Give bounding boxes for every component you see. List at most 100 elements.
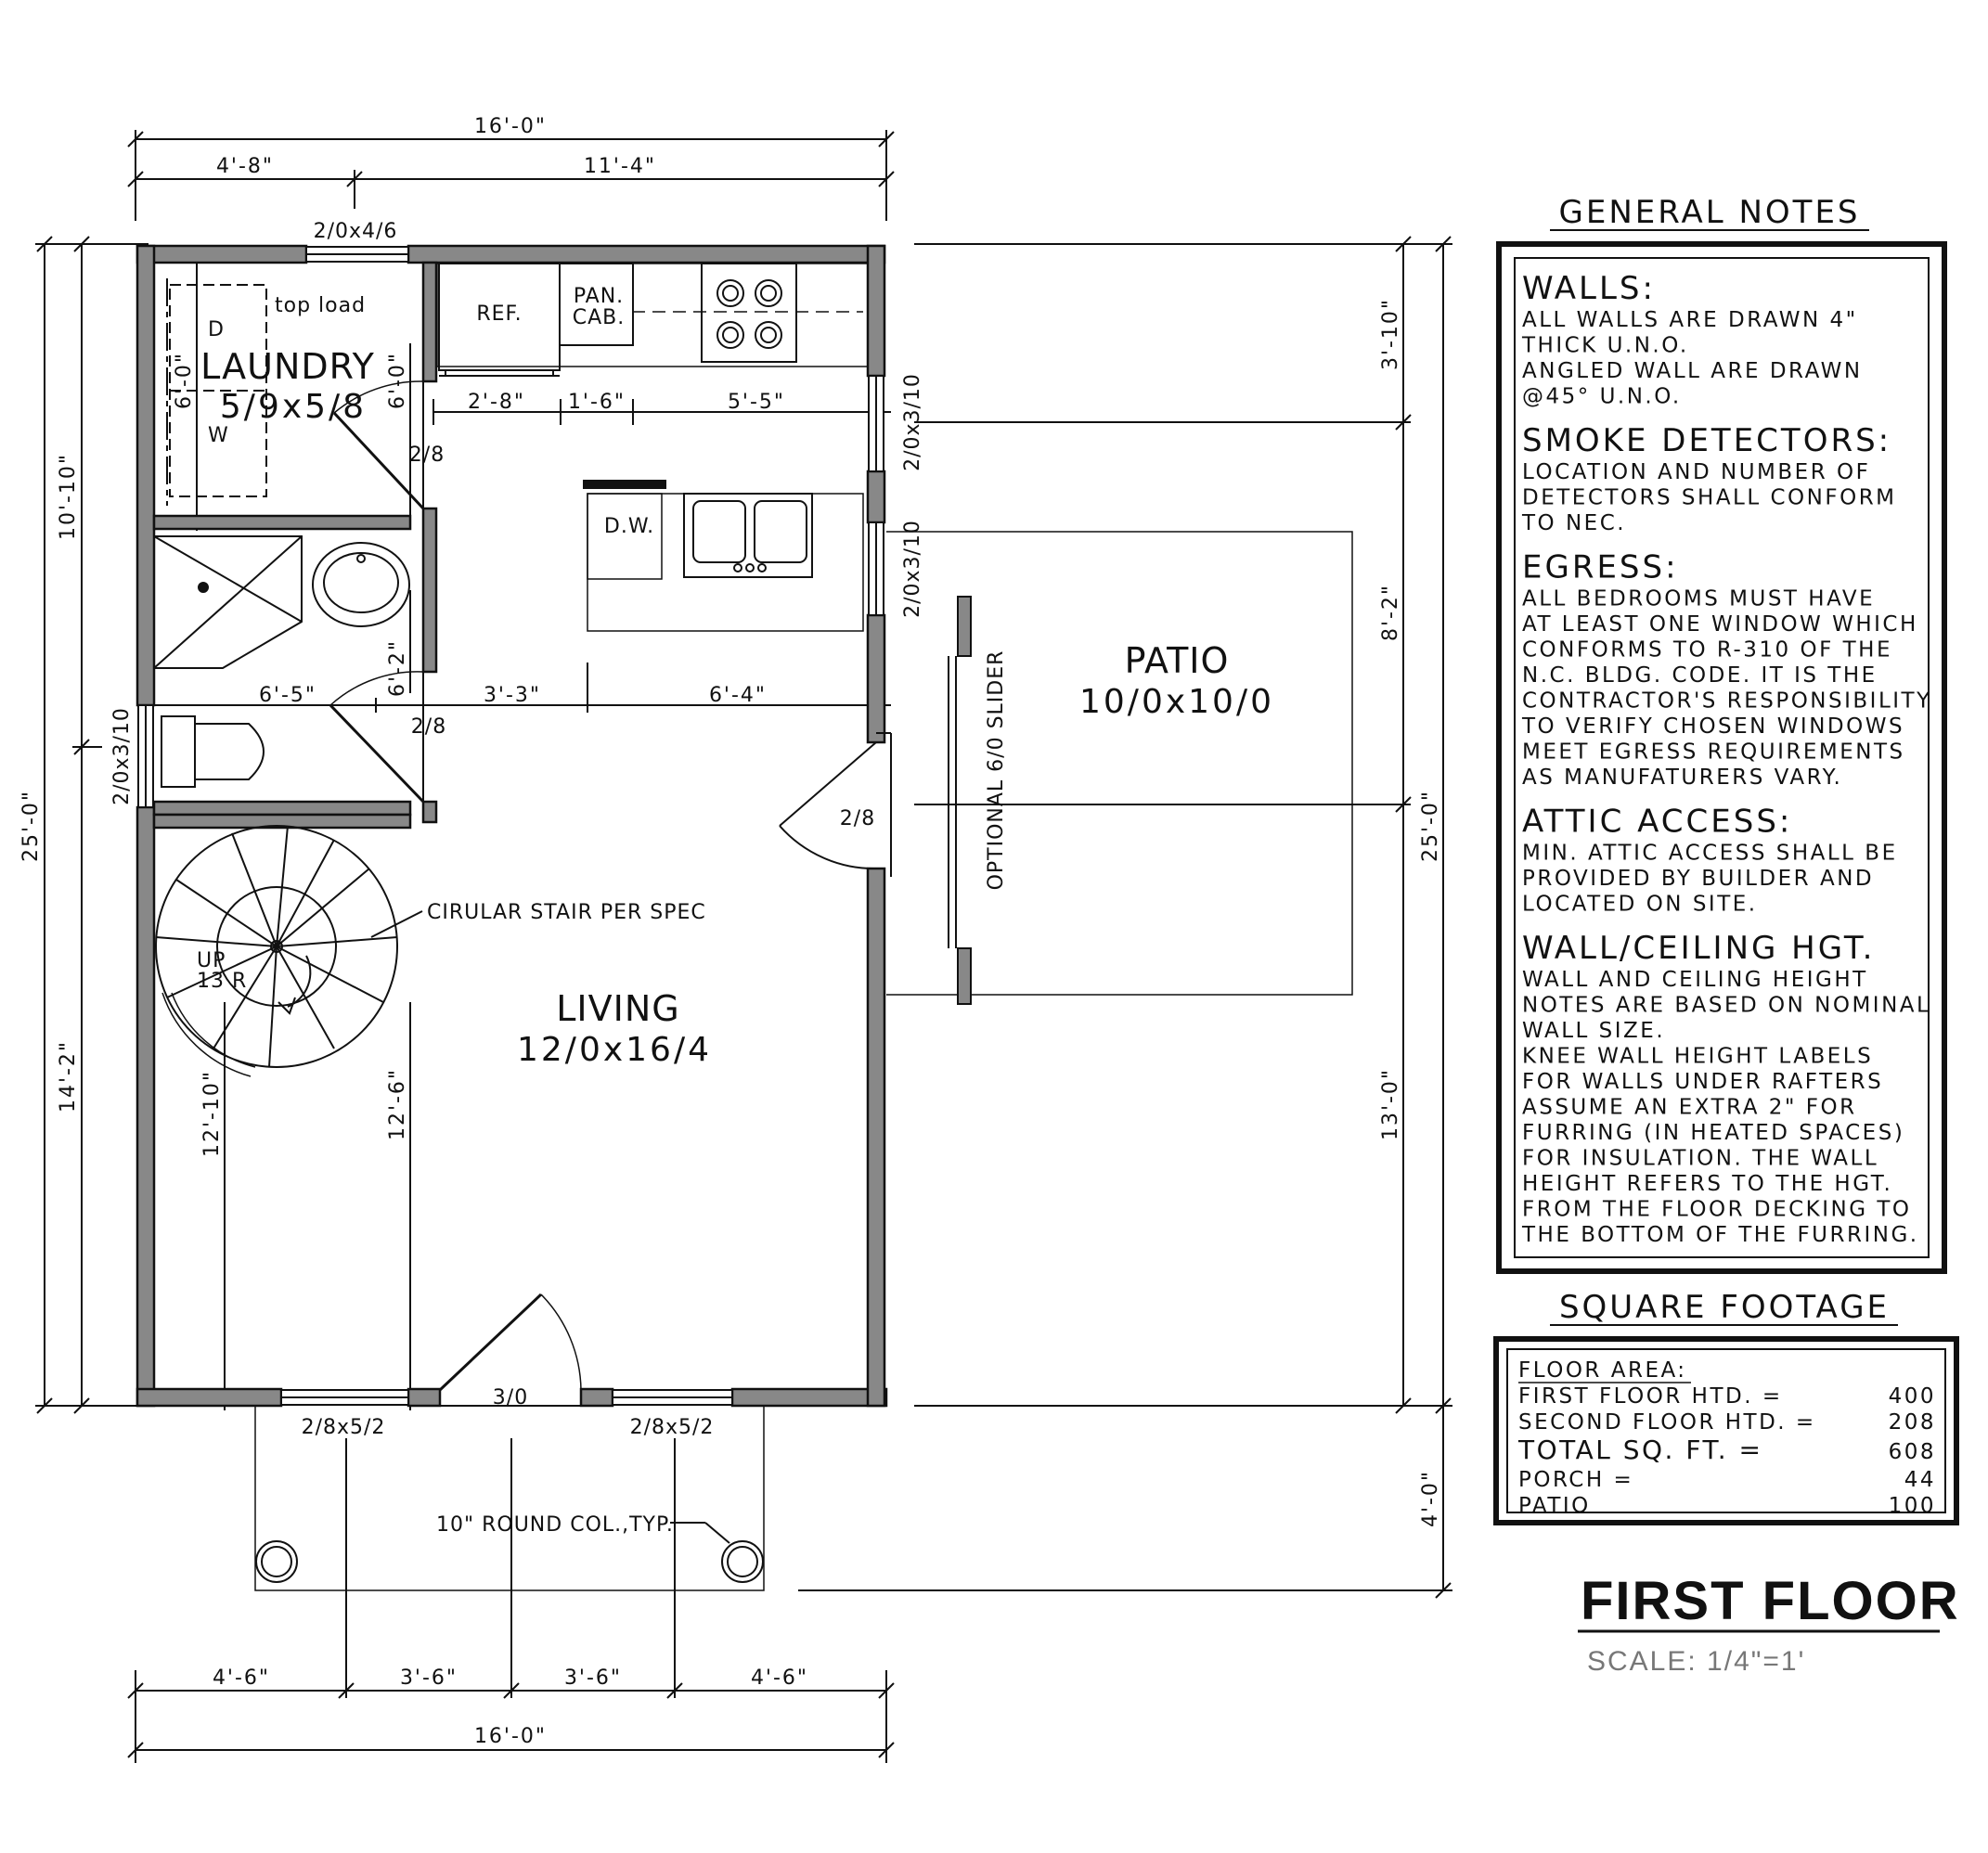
window-label-kitchen-1: 2/0x3/10 — [901, 373, 924, 471]
notes-line: WALL SIZE. — [1522, 1019, 1665, 1043]
kitchen-sink-icon — [683, 493, 813, 578]
sqft-row-value: 208 — [1889, 1410, 1936, 1435]
notes-section-heading: WALL/CEILING HGT. — [1522, 930, 1875, 967]
notes-line: LOCATION AND NUMBER OF — [1522, 460, 1870, 484]
dim-top-left: 4'-8" — [216, 155, 274, 178]
notes-line: ALL WALLS ARE DRAWN 4" — [1522, 308, 1858, 332]
notes-line: AT LEAST ONE WINDOW WHICH — [1522, 612, 1918, 637]
notes-line: MEET EGRESS REQUIREMENTS — [1522, 740, 1905, 765]
notes-line: FURRING (IN HEATED SPACES) — [1522, 1121, 1904, 1145]
notes-line: HEIGHT REFERS TO THE HGT. — [1522, 1172, 1892, 1196]
title-block: FIRST FLOOR SCALE: 1/4"=1' — [1578, 1571, 1960, 1677]
notes-line: CONFORMS TO R-310 OF THE — [1522, 638, 1892, 663]
notes-line: N.C. BLDG. CODE. IT IS THE — [1522, 663, 1878, 688]
porch-outline — [254, 1406, 765, 1591]
notes-line: LOCATED ON SITE. — [1522, 893, 1758, 917]
dim-kitchen-a: 2'-8" — [468, 391, 525, 414]
notes-line: AS MANUFATURERS VARY. — [1522, 766, 1842, 790]
room-size-laundry: 5/9x5/8 — [220, 388, 367, 426]
dim-bottom-overall: 16'-0" — [474, 1725, 547, 1748]
label-pan: PAN. — [574, 285, 624, 308]
room-size-living: 12/0x16/4 — [517, 1031, 712, 1069]
notes-line: THICK U.N.O. — [1521, 334, 1689, 358]
room-size-patio: 10/0x10/0 — [1079, 683, 1274, 721]
room-name-laundry: LAUNDRY — [200, 346, 375, 387]
general-notes-title: GENERAL NOTES — [1558, 194, 1860, 231]
door-label-laundry: 2/8 — [409, 444, 445, 467]
notes-section-heading: WALLS: — [1522, 270, 1656, 307]
label-column: 10" ROUND COL.,TYP. — [436, 1513, 674, 1537]
dim-kitchen-b: 1'-6" — [568, 391, 626, 414]
dim-bottom-b: 3'-6" — [400, 1666, 458, 1690]
dim-bath-v: 6'-2" — [386, 639, 409, 697]
door-label-bath: 2/8 — [411, 715, 446, 739]
sqft-row-value: 44 — [1904, 1468, 1936, 1492]
dim-laundry-v2: 6'-0" — [386, 352, 409, 409]
range-icon — [701, 263, 797, 363]
dim-left-lower: 14'-2" — [57, 1040, 80, 1113]
dimension-lines — [35, 130, 1452, 1763]
square-footage-title: SQUARE FOOTAGE — [1559, 1289, 1890, 1326]
window-label-front-left: 2/8x5/2 — [302, 1416, 386, 1439]
sqft-row-value: 608 — [1889, 1440, 1936, 1464]
sqft-row-value: 100 — [1889, 1494, 1936, 1518]
notes-section-heading: SMOKE DETECTORS: — [1522, 422, 1891, 459]
windows — [137, 246, 884, 1406]
dim-living-v: 12'-6" — [386, 1068, 409, 1140]
general-notes-body: WALLS:ALL WALLS ARE DRAWN 4"THICK U.N.O.… — [1521, 270, 1932, 1247]
dim-laundry-v: 6'-0" — [173, 352, 196, 409]
sqft-row-label: SECOND FLOOR HTD. = — [1518, 1410, 1816, 1435]
bath-sink-icon — [312, 542, 410, 627]
label-dryer: D — [208, 318, 225, 341]
window-label-kitchen-2: 2/0x3/10 — [901, 520, 924, 618]
dim-top-right: 11'-4" — [584, 155, 656, 178]
room-name-patio: PATIO — [1125, 640, 1230, 681]
label-slider: OPTIONAL 6/0 SLIDER — [985, 650, 1008, 891]
notes-line: ALL BEDROOMS MUST HAVE — [1522, 587, 1875, 611]
dim-right-overall: 25'-0" — [1419, 790, 1442, 862]
side-door — [779, 741, 877, 870]
dim-right-top: 3'-10" — [1379, 298, 1402, 370]
sheet-title: FIRST FLOOR — [1581, 1571, 1960, 1631]
notes-section-heading: EGRESS: — [1522, 549, 1679, 586]
sqft-row-value: 400 — [1889, 1384, 1936, 1409]
notes-line: THE BOTTOM OF THE FURRING. — [1521, 1223, 1919, 1247]
dim-hall-a: 6'-5" — [259, 684, 316, 707]
notes-line: ASSUME AN EXTRA 2" FOR — [1522, 1096, 1857, 1120]
sheet-scale: SCALE: 1/4"=1' — [1587, 1646, 1805, 1677]
dim-kitchen-c: 5'-5" — [728, 391, 785, 414]
sqft-row-label: TOTAL SQ. FT. = — [1517, 1435, 1763, 1465]
square-footage: SQUARE FOOTAGE FLOOR AREA: FIRST FLOOR H… — [1493, 1289, 1959, 1525]
shower-icon — [153, 535, 303, 669]
window-label-front-right: 2/8x5/2 — [630, 1416, 715, 1439]
label-dw: D.W. — [604, 515, 654, 538]
label-up: UP — [197, 949, 226, 972]
dim-right-mid: 8'-2" — [1379, 584, 1402, 641]
sqft-row-label: FIRST FLOOR HTD. = — [1518, 1384, 1783, 1409]
general-notes: GENERAL NOTES WALLS:ALL WALLS ARE DRAWN … — [1496, 194, 1947, 1274]
dim-bottom-c: 3'-6" — [564, 1666, 622, 1690]
notes-line: ANGLED WALL ARE DRAWN — [1522, 359, 1863, 383]
notes-line: PROVIDED BY BUILDER AND — [1522, 867, 1874, 891]
notes-line: FROM THE FLOOR DECKING TO — [1522, 1198, 1912, 1222]
round-column-left — [255, 1540, 298, 1583]
notes-line: @45° U.N.O. — [1522, 385, 1682, 409]
notes-line: KNEE WALL HEIGHT LABELS — [1522, 1045, 1873, 1069]
notes-line: MIN. ATTIC ACCESS SHALL BE — [1522, 842, 1898, 866]
dim-bottom-d: 4'-6" — [751, 1666, 808, 1690]
dim-right-lower: 13'-0" — [1379, 1068, 1402, 1140]
label-top-load: top load — [275, 294, 366, 317]
dim-bottom-a: 4'-6" — [213, 1666, 270, 1690]
dim-left-overall: 25'-0" — [19, 790, 43, 862]
window-label-laundry: 2/0x4/6 — [314, 220, 398, 243]
dim-hall-c: 6'-4" — [709, 684, 767, 707]
floor-area-header: FLOOR AREA: — [1518, 1358, 1687, 1383]
pantry-cabinet — [559, 263, 634, 346]
dim-stair-v: 12'-10" — [200, 1070, 224, 1157]
sqft-row-label: PORCH = — [1518, 1468, 1633, 1492]
notes-line: TO VERIFY CHOSEN WINDOWS — [1521, 714, 1904, 739]
notes-line: CONTRACTOR'S RESPONSIBILITY — [1522, 689, 1932, 714]
